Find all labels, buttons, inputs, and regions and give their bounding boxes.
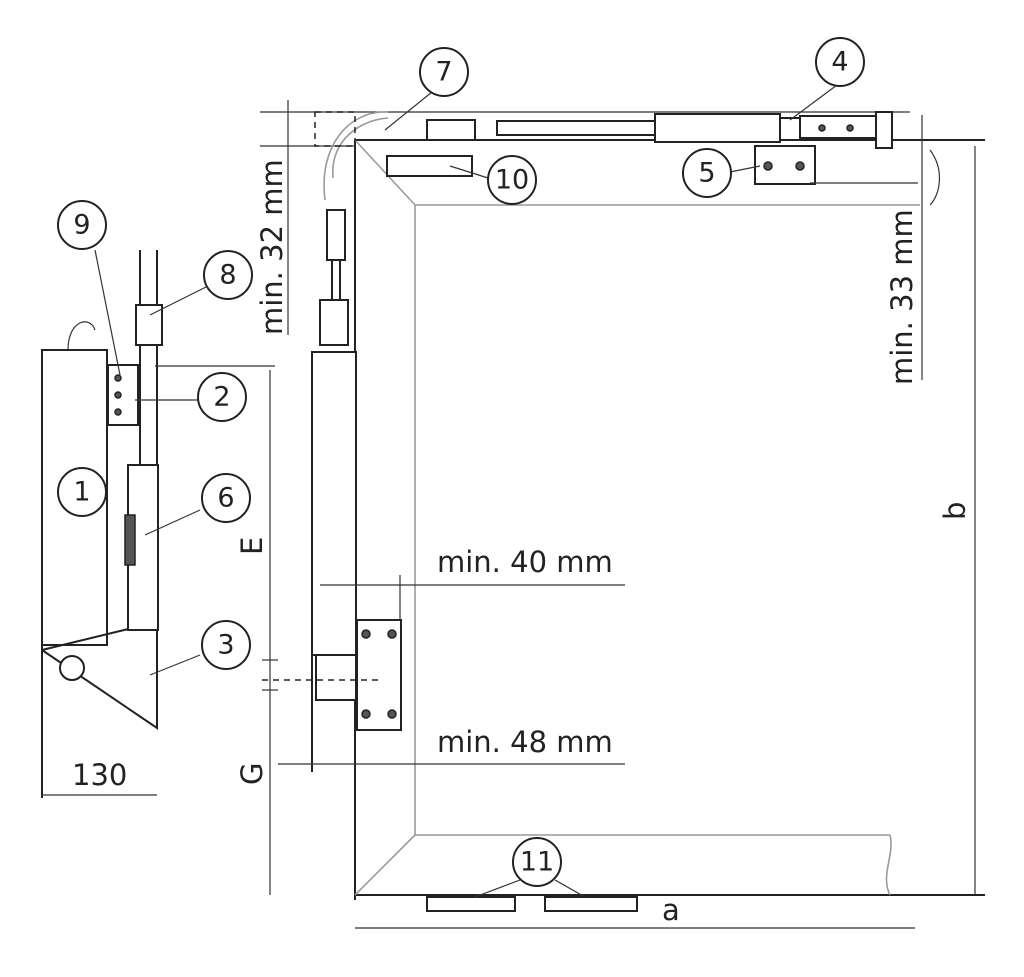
callout-6: 6	[201, 473, 251, 523]
svg-text:9: 9	[73, 210, 90, 241]
dim-a: a	[662, 893, 680, 927]
dim-130: 130	[72, 758, 127, 792]
dimension-lines	[42, 100, 976, 929]
callout-10: 10	[487, 155, 537, 205]
callout-3: 3	[201, 620, 251, 670]
svg-text:5: 5	[698, 158, 715, 189]
callout-5: 5	[682, 148, 732, 198]
dim-min-33: min. 33 mm	[885, 209, 919, 385]
dim-min-40: min. 40 mm	[437, 545, 613, 579]
svg-text:4: 4	[831, 47, 848, 78]
callout-7: 7	[419, 47, 469, 97]
side-view-assembly	[41, 250, 275, 798]
top-rail	[260, 111, 918, 201]
callout-11: 11	[512, 837, 562, 887]
svg-text:6: 6	[217, 483, 234, 514]
callout-2: 2	[197, 372, 247, 422]
dim-G: G	[235, 763, 269, 785]
dim-min-32: min. 32 mm	[255, 159, 289, 335]
floor-guides	[426, 896, 638, 912]
svg-text:10: 10	[495, 165, 529, 196]
svg-text:11: 11	[520, 847, 554, 878]
svg-text:1: 1	[73, 477, 90, 508]
callout-8: 8	[203, 250, 253, 300]
svg-text:3: 3	[217, 630, 234, 661]
dim-min-48: min. 48 mm	[437, 725, 613, 759]
svg-text:8: 8	[219, 260, 236, 291]
leader-lines	[94, 84, 838, 898]
callout-1: 1	[57, 467, 107, 517]
svg-text:7: 7	[435, 57, 452, 88]
svg-text:2: 2	[213, 382, 230, 413]
dim-b: b	[938, 502, 972, 520]
actuator-assembly	[262, 209, 402, 772]
dim-E: E	[235, 537, 269, 555]
callout-4: 4	[815, 37, 865, 87]
callout-9: 9	[57, 200, 107, 250]
